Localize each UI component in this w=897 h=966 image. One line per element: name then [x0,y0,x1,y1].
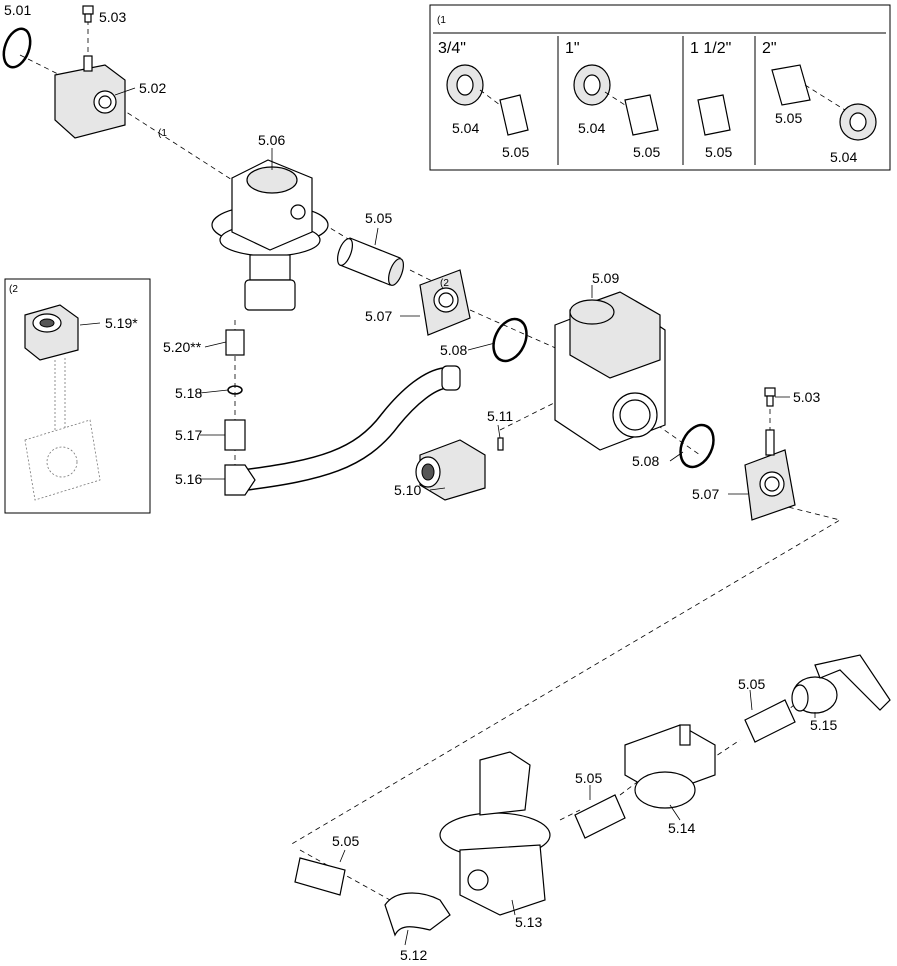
regulator-5-13 [439,751,551,916]
inset-1-note: (1 [437,15,446,26]
label-5-14: 5.14 [668,820,695,836]
part-labels: 5.01 5.03 5.02 (1 5.06 5.05 (2 5.07 5.09… [4,2,837,963]
flange-5-07-right [744,429,796,521]
gas-valve-5-09 [554,291,666,451]
pipe-nipple-5-05-upper [337,237,404,286]
leader-lines [79,87,816,946]
label-5-15: 5.15 [810,717,837,733]
inset-label-5-04-d: 5.04 [830,149,857,165]
label-5-13: 5.13 [515,914,542,930]
label-5-20: 5.20** [163,339,202,355]
o-ring-5-08-right [679,423,715,469]
label-5-07-left: 5.07 [365,308,392,324]
note-2-marker: (2 [440,278,449,289]
label-5-01: 5.01 [4,2,31,18]
assembly-lines [19,20,842,901]
label-5-08-right: 5.08 [632,453,659,469]
size-label-1: 1" [565,40,580,57]
flange-5-07-left [419,269,471,336]
flange-5-02 [54,55,126,139]
inset-label-5-04-a: 5.04 [452,120,479,136]
inset-label-5-05-b: 5.05 [633,144,660,160]
label-5-07-right: 5.07 [692,486,719,502]
inset-1-pipe-sizes: (1 3/4" 1" 1 1/2" 2" 5.04 5.05 5.04 5.05… [429,4,891,171]
label-5-06: 5.06 [258,132,285,148]
inset-label-5-05-a: 5.05 [502,144,529,160]
inset-label-5-19: 5.19* [105,315,138,331]
o-ring-5-08-left [492,317,528,363]
test-nipple-5-03-right [764,387,776,407]
inset-label-5-05-d: 5.05 [775,110,802,126]
size-label-2: 2" [762,40,777,57]
inset-2-pressure-switch: (2 5.19* [4,278,151,514]
label-5-12: 5.12 [400,947,427,963]
label-5-05-upper: 5.05 [365,210,392,226]
label-5-18: 5.18 [175,385,202,401]
label-5-03-right: 5.03 [793,389,820,405]
size-label-1-1-2: 1 1/2" [690,40,731,57]
label-5-05-mid: 5.05 [575,770,602,786]
screw-5-11 [497,437,504,451]
label-5-05-left: 5.05 [332,833,359,849]
label-5-10: 5.10 [394,482,421,498]
pipe-nipple-5-05-left [294,857,346,896]
pipe-nipple-5-05-mid [574,794,626,839]
note-1-line-marker: (1 [158,128,167,139]
regulator-5-06 [211,159,329,311]
label-5-09: 5.09 [592,270,619,286]
label-5-02: 5.02 [139,80,166,96]
inset-label-5-04-b: 5.04 [578,120,605,136]
test-nipple-5-03-top [82,5,94,23]
o-ring-5-01 [2,27,32,69]
label-5-11: 5.11 [487,408,513,424]
size-label-3-4: 3/4" [438,40,466,57]
pipe-nipple-5-05-right [744,699,796,743]
label-5-17: 5.17 [175,427,202,443]
fittings-5-16-to-5-20 [224,329,256,496]
label-5-03-top: 5.03 [99,9,126,25]
hose-assembly [243,365,461,491]
label-5-08-left: 5.08 [440,342,467,358]
elbow-5-12 [384,892,451,937]
inset-2-note: (2 [9,284,18,295]
pressure-switch-5-10 [415,439,486,501]
filter-5-14 [624,724,716,809]
label-5-16: 5.16 [175,471,202,487]
inset-label-5-05-c: 5.05 [705,144,732,160]
ball-valve-5-15 [791,654,891,714]
label-5-05-right: 5.05 [738,676,765,692]
